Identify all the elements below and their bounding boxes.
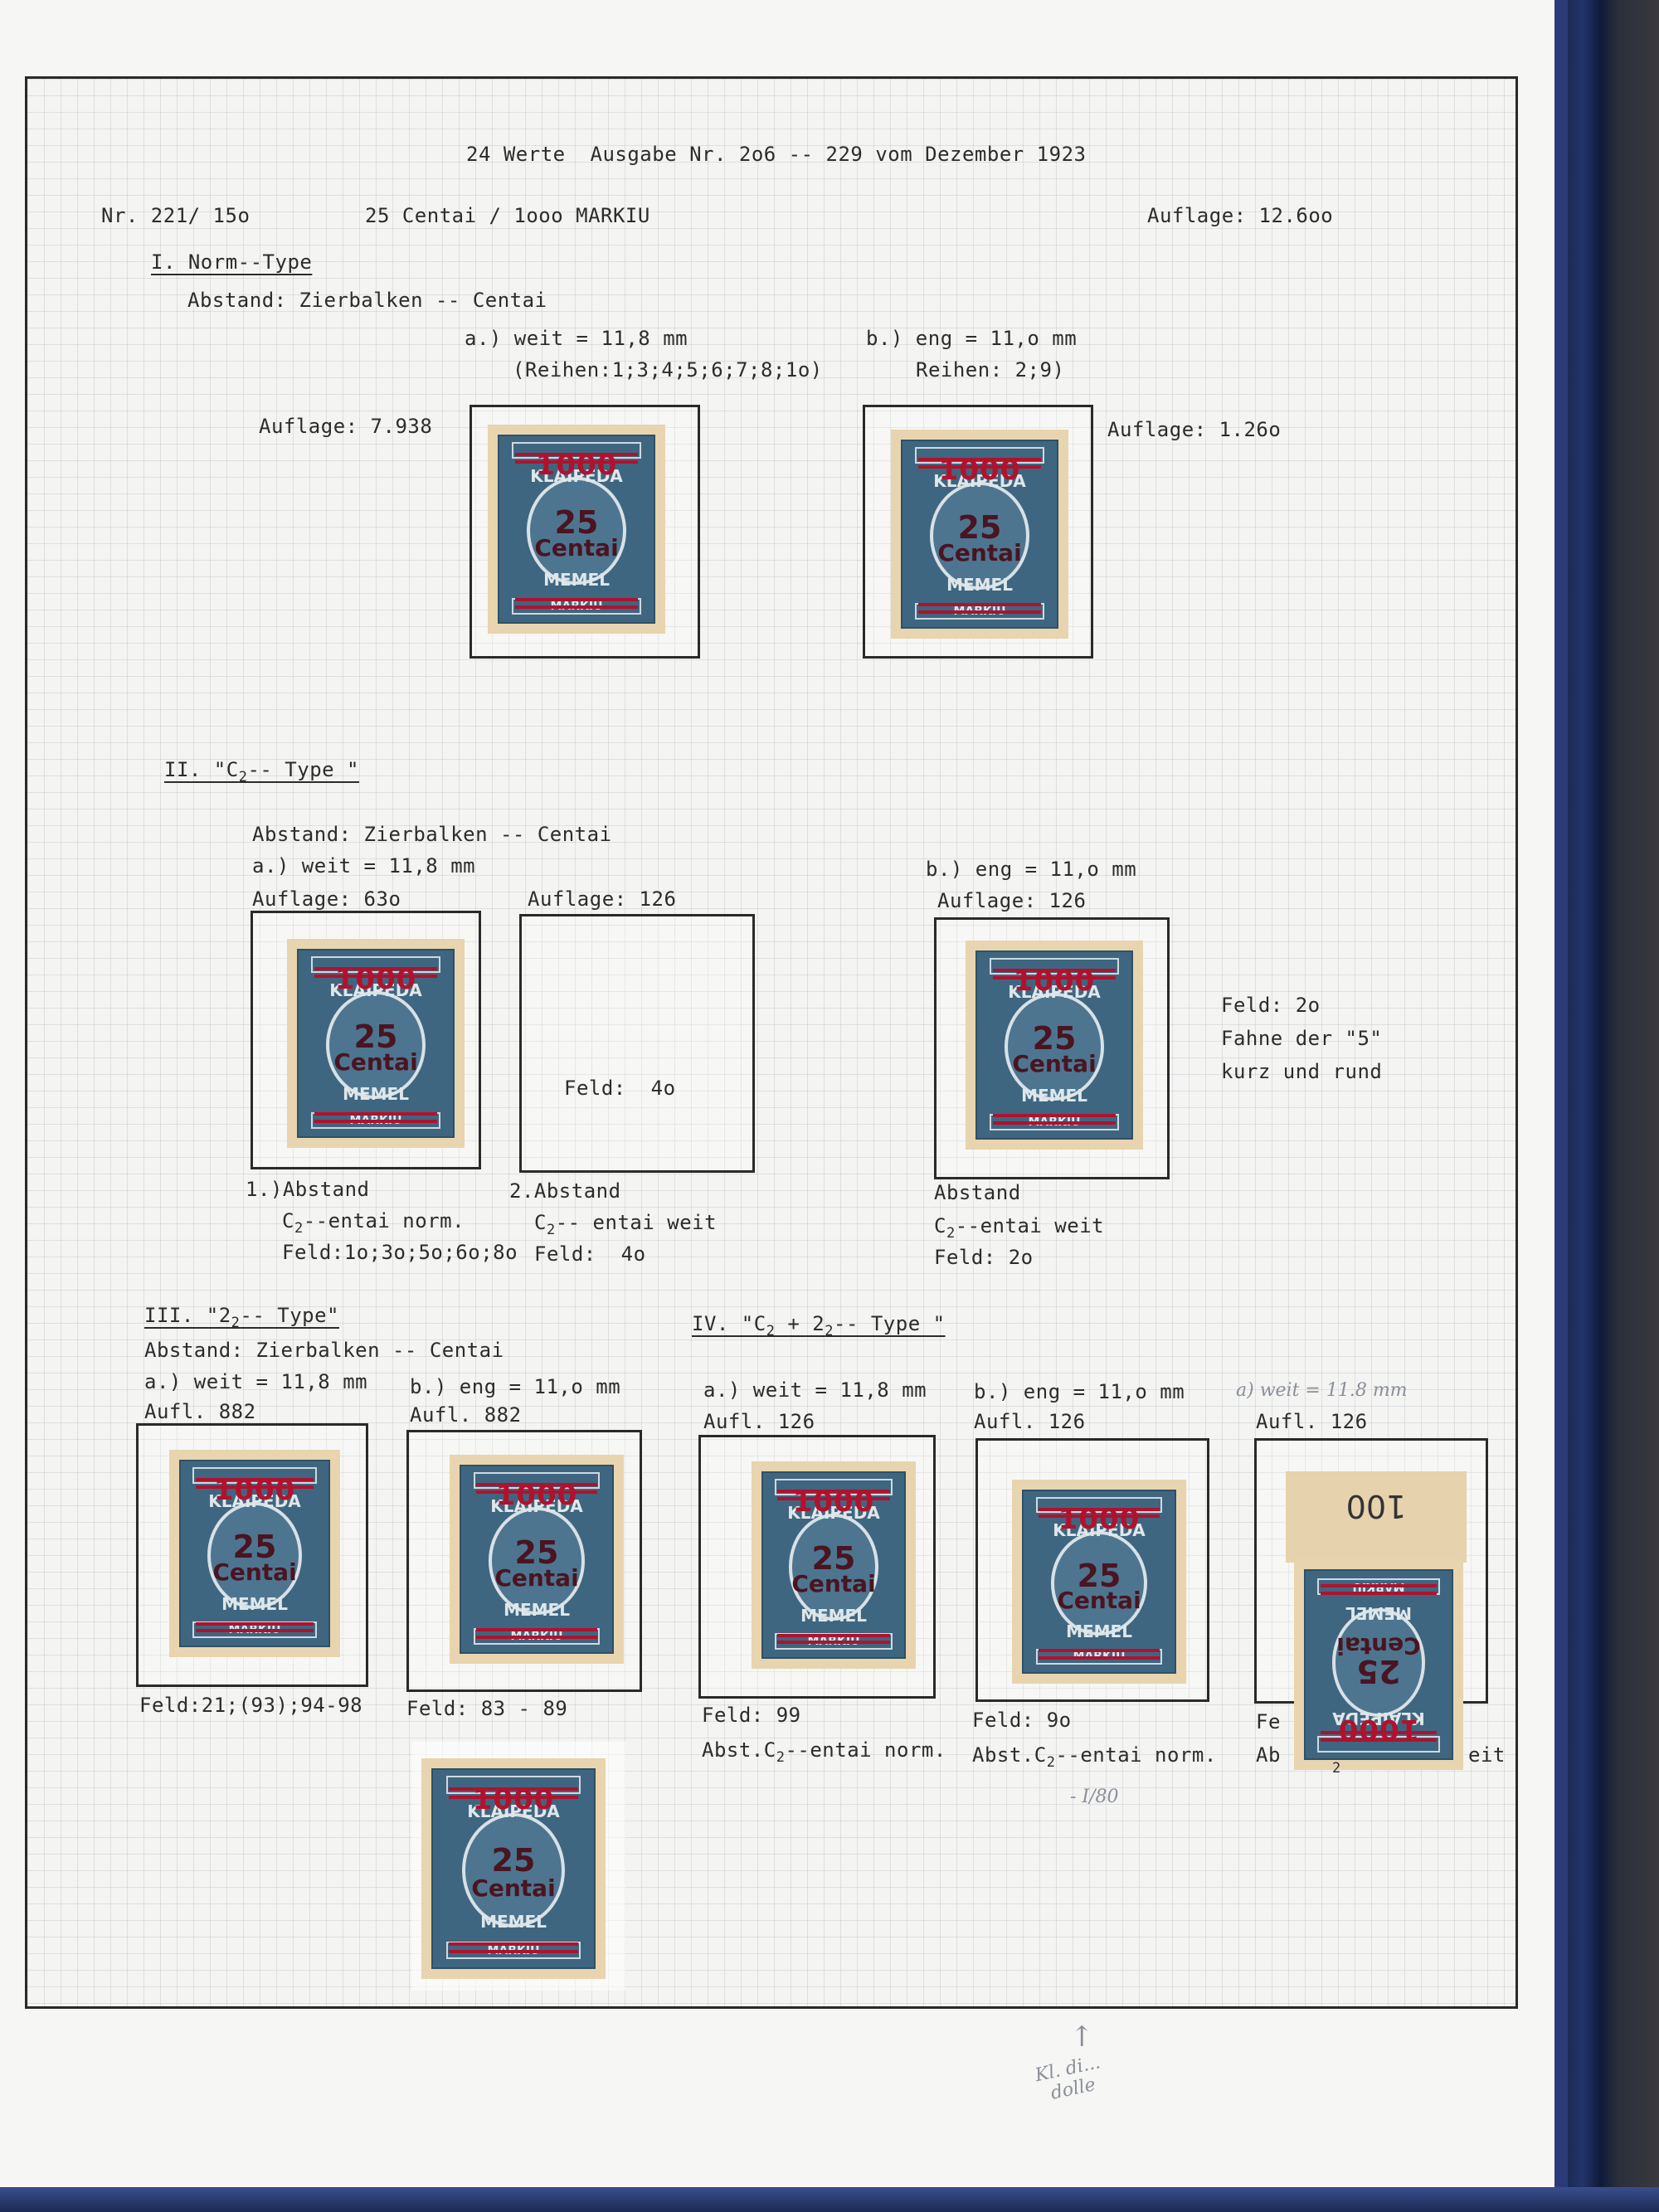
section1-a-rows: (Reihen:1;3;4;5;6;7;8;1o) bbox=[513, 358, 823, 382]
catalog-number: Nr. 221/ 15o bbox=[101, 204, 251, 227]
section2-caption3-line3: Feld: 2o bbox=[934, 1246, 1034, 1269]
section3-b-edition: Aufl. 882 bbox=[410, 1403, 522, 1427]
section1-distance: Abstand: Zierbalken -- Centai bbox=[187, 289, 547, 312]
section2-caption1-line1: 1.)Abstand bbox=[246, 1178, 370, 1201]
section2-heading: II. "C2-- Type " bbox=[164, 758, 359, 785]
section4-b-edition: Aufl. 126 bbox=[974, 1410, 1086, 1433]
section4-c-abstand: Ab bbox=[1256, 1743, 1281, 1767]
section2-caption3-line2: C2--entai weit bbox=[934, 1214, 1105, 1242]
section3-a-label: a.) weit = 11,8 mm bbox=[144, 1370, 368, 1393]
section1-b-label: b.) eng = 11,o mm bbox=[866, 327, 1078, 350]
page-title: 24 Werte Ausgabe Nr. 2o6 -- 229 vom Deze… bbox=[466, 143, 1087, 166]
handwritten-margin-note: - I/80 bbox=[1070, 1787, 1119, 1807]
section3-heading: III. "22-- Type" bbox=[144, 1304, 339, 1331]
album-bottom-edge bbox=[0, 2187, 1659, 2212]
section2-a-label: a.) weit = 11,8 mm bbox=[252, 854, 476, 878]
section2-distance: Abstand: Zierbalken -- Centai bbox=[252, 823, 612, 846]
section3-a-field: Feld:21;(93);94-98 bbox=[139, 1694, 363, 1717]
section4-a-abstand: Abst.C2--entai norm. bbox=[702, 1738, 946, 1766]
section4-c-subscript: 2 bbox=[1332, 1760, 1341, 1777]
section4-a-edition: Aufl. 126 bbox=[703, 1410, 815, 1433]
section2-b-label: b.) eng = 11,o mm bbox=[926, 858, 1137, 881]
page-frame bbox=[25, 76, 1518, 2009]
sheet-margin-selvage: 100 bbox=[1286, 1471, 1467, 1563]
section2-caption2-line3: Feld: 4o bbox=[534, 1242, 646, 1266]
section2-caption3-line1: Abstand bbox=[934, 1181, 1021, 1204]
section4-b-label: b.) eng = 11,o mm bbox=[974, 1380, 1185, 1403]
section4-b-abstand: Abst.C2--entai norm. bbox=[972, 1743, 1217, 1771]
album-binder bbox=[1568, 0, 1659, 2212]
stamp-value: 25 Centai / 1ooo MARKIU bbox=[365, 204, 650, 227]
section4-c-field: Fe bbox=[1256, 1710, 1281, 1733]
binder-edge bbox=[1554, 0, 1568, 2212]
section1-b-rows: Reihen: 2;9) bbox=[916, 358, 1065, 382]
section3-distance: Abstand: Zierbalken -- Centai bbox=[144, 1339, 504, 1362]
section4-c-edition: Aufl. 126 bbox=[1256, 1410, 1368, 1433]
section4-a-field: Feld: 99 bbox=[702, 1704, 801, 1727]
section4-a-label: a.) weit = 11,8 mm bbox=[703, 1378, 927, 1402]
section1-a-edition: Auflage: 7.938 bbox=[259, 415, 433, 438]
section1-b-edition: Auflage: 1.26o bbox=[1107, 418, 1282, 441]
section2-caption2-line1: 2.Abstand bbox=[509, 1179, 621, 1203]
section2-a-edition: Auflage: 63o bbox=[252, 887, 401, 911]
section4-heading: IV. "C2 + 22-- Type " bbox=[692, 1312, 946, 1339]
empty-mount-2 bbox=[519, 914, 755, 1173]
section2-note-2: Fahne der "5" bbox=[1221, 1027, 1383, 1050]
section2-mid-edition: Auflage: 126 bbox=[528, 887, 677, 911]
section2-caption2-line2: C2-- entai weit bbox=[534, 1211, 718, 1238]
section1-a-label: a.) weit = 11,8 mm bbox=[465, 327, 688, 350]
empty-mount-field: Feld: 4o bbox=[564, 1077, 676, 1100]
section2-note-1: Feld: 2o bbox=[1221, 994, 1321, 1017]
total-edition: Auflage: 12.6oo bbox=[1147, 204, 1334, 227]
section4-b-field: Feld: 9o bbox=[972, 1709, 1072, 1732]
section2-note-3: kurz und rund bbox=[1221, 1060, 1383, 1083]
section3-b-field: Feld: 83 - 89 bbox=[406, 1697, 568, 1720]
section1-heading: I. Norm--Type bbox=[151, 250, 313, 274]
section3-a-edition: Aufl. 882 bbox=[144, 1400, 256, 1423]
section2-caption1-line3: Feld:1o;3o;5o;6o;8o bbox=[282, 1241, 518, 1264]
section4-c-abstand-end: eit bbox=[1468, 1743, 1506, 1767]
section2-caption1-line2: C2--entai norm. bbox=[282, 1209, 465, 1237]
handwritten-arrow: ↑ bbox=[1070, 2020, 1094, 2054]
section2-b-edition: Auflage: 126 bbox=[937, 889, 1087, 912]
section4-c-handwritten-label: a) weit = 11.8 mm bbox=[1236, 1380, 1408, 1401]
section3-b-label: b.) eng = 11,o mm bbox=[410, 1375, 621, 1398]
